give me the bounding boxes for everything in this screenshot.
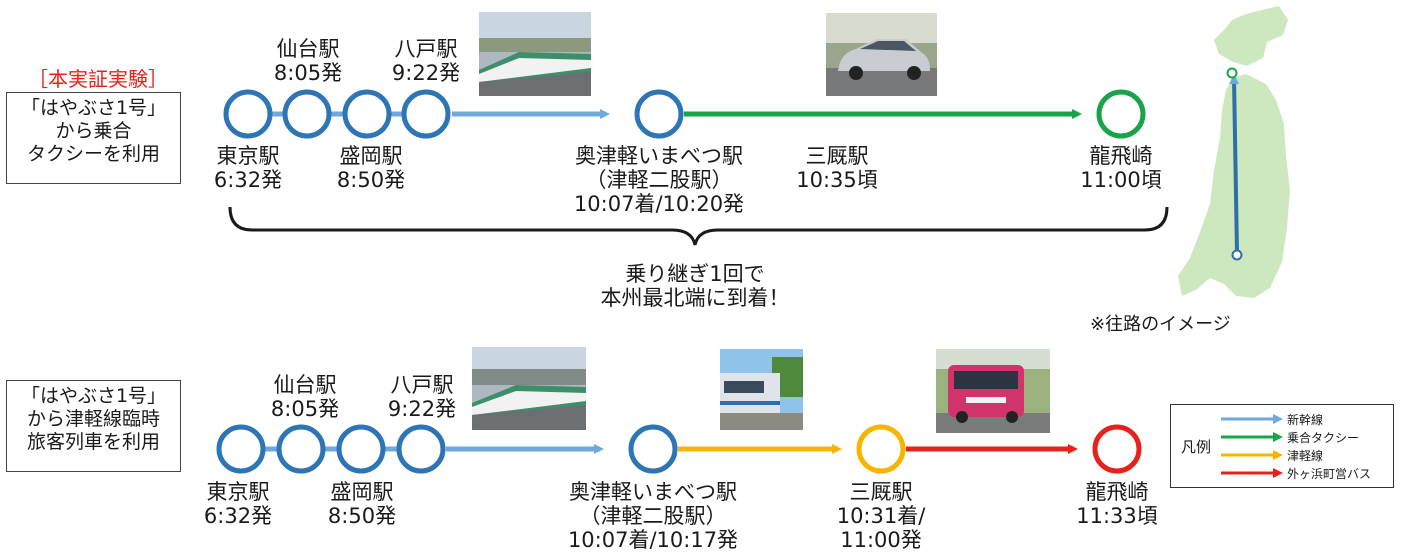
station-label-tokyo: 東京駅 6:32発 bbox=[198, 144, 298, 192]
station-subname: （津軽二股駅） bbox=[585, 168, 733, 193]
legend-title: 凡例 bbox=[1181, 438, 1212, 456]
legend-arrow bbox=[1221, 432, 1283, 442]
legend-label: 乗合タクシー bbox=[1287, 431, 1360, 445]
station-time: 6:32発 bbox=[203, 504, 273, 529]
legend-arrow bbox=[1221, 450, 1283, 460]
description-line: 「はやぶさ1号」 bbox=[20, 385, 167, 407]
station-subname: （津軽二股駅） bbox=[579, 504, 727, 529]
station-label-tappi: 龍飛崎 11:33頃 bbox=[1057, 480, 1177, 528]
station-label-sendai: 仙台駅 8:05発 bbox=[250, 373, 360, 421]
description-line: 旅客列車を利用 bbox=[26, 431, 160, 454]
station-time: 9:22発 bbox=[387, 397, 457, 422]
station-name: 八戸駅 bbox=[390, 373, 454, 397]
station-time: 10:07着/10:17発 bbox=[567, 528, 739, 553]
map-tappi-dot bbox=[1226, 67, 1238, 79]
station-time: 8:50発 bbox=[336, 168, 406, 193]
station-ring-sendai bbox=[276, 424, 326, 474]
taxi-photo bbox=[826, 13, 937, 96]
description-line: 「はやぶさ1号」 bbox=[20, 97, 167, 119]
station-time: 10:07着/10:20発 bbox=[573, 192, 745, 217]
station-time: 8:50発 bbox=[327, 504, 397, 529]
station-time: 10:31着/ bbox=[836, 504, 926, 529]
station-ring-tappi bbox=[1096, 89, 1146, 139]
station-ring-morioka bbox=[342, 89, 392, 139]
japan-map bbox=[1178, 6, 1290, 298]
legend-arrow bbox=[1221, 468, 1283, 478]
station-time: 11:00頃 bbox=[1080, 168, 1162, 193]
station-name: 盛岡駅 bbox=[330, 480, 394, 504]
brace-caption-line: 乗り継ぎ1回で bbox=[625, 262, 765, 286]
station-name: 三厩駅 bbox=[849, 480, 913, 504]
station-ring-sendai bbox=[282, 89, 332, 139]
station-name: 仙台駅 bbox=[273, 373, 337, 397]
top-route bbox=[223, 89, 1146, 139]
station-ring-tokyo bbox=[216, 424, 266, 474]
brace bbox=[228, 206, 1169, 246]
station-ring-tappi bbox=[1092, 424, 1142, 474]
station-label-tappi: 龍飛崎 11:00頃 bbox=[1061, 144, 1181, 192]
station-label-okutsugaru: 奥津軽いまべつ駅 （津軽二股駅） 10:07着/10:17発 bbox=[533, 480, 773, 552]
bottom-route bbox=[216, 424, 1142, 474]
station-ring-okutsugaru bbox=[634, 89, 684, 139]
station-label-sendai: 仙台駅 8:05発 bbox=[253, 37, 363, 85]
station-time: 6:32発 bbox=[213, 168, 283, 193]
shinkansen-photo-2 bbox=[472, 347, 586, 430]
map-note: ※往路のイメージ bbox=[1090, 314, 1231, 335]
station-ring-hachinohe bbox=[396, 424, 446, 474]
map-tokyo-dot bbox=[1231, 249, 1243, 261]
description-line: タクシーを利用 bbox=[26, 143, 160, 166]
station-label-okutsugaru: 奥津軽いまべつ駅 （津軽二股駅） 10:07着/10:20発 bbox=[539, 144, 779, 216]
legend-label: 外ヶ浜町営バス bbox=[1287, 467, 1372, 481]
station-name: 三厩駅 bbox=[805, 144, 869, 168]
station-name: 東京駅 bbox=[216, 144, 280, 168]
station-label-morioka: 盛岡駅 8:50発 bbox=[316, 144, 426, 192]
legend-item-shinkansen: 新幹線 bbox=[1221, 411, 1391, 427]
legend-arrow bbox=[1221, 414, 1283, 424]
station-name: 八戸駅 bbox=[394, 37, 458, 61]
map-route-arrow bbox=[1229, 74, 1240, 254]
station-ring-okutsugaru bbox=[628, 424, 678, 474]
description-line: から津軽線臨時 bbox=[26, 408, 160, 431]
station-name: 奥津軽いまべつ駅 bbox=[575, 144, 743, 168]
station-name: 仙台駅 bbox=[276, 37, 340, 61]
station-time: 9:22発 bbox=[391, 61, 461, 86]
station-ring-morioka bbox=[336, 424, 386, 474]
station-time: 8:05発 bbox=[273, 61, 343, 86]
station-time: 11:00発 bbox=[840, 528, 922, 553]
brace-caption: 乗り継ぎ1回で 本州最北端に到着！ bbox=[590, 262, 800, 310]
station-label-morioka: 盛岡駅 8:50発 bbox=[307, 480, 417, 528]
station-ring-minmaya bbox=[856, 424, 906, 474]
legend: 凡例 新幹線 乗合タクシー 津軽線 外ヶ浜町営バス bbox=[1170, 404, 1394, 488]
station-label-minmaya: 三厩駅 10:31着/ 11:00発 bbox=[821, 480, 941, 552]
station-ring-tokyo bbox=[223, 89, 273, 139]
top-route-description: 「はやぶさ1号」 から乗合 タクシーを利用 bbox=[6, 92, 181, 184]
station-time: 11:33頃 bbox=[1076, 504, 1158, 529]
station-ring-hachinohe bbox=[401, 89, 451, 139]
station-time: 10:35頃 bbox=[796, 168, 878, 193]
station-name: 龍飛崎 bbox=[1089, 144, 1153, 168]
station-name: 龍飛崎 bbox=[1085, 480, 1149, 504]
station-name: 盛岡駅 bbox=[339, 144, 403, 168]
legend-item-bus: 外ヶ浜町営バス bbox=[1221, 465, 1391, 481]
station-label-tokyo: 東京駅 6:32発 bbox=[188, 480, 288, 528]
station-label-hachinohe: 八戸駅 9:22発 bbox=[367, 373, 477, 421]
shinkansen-photo bbox=[479, 12, 591, 96]
brace-caption-line: 本州最北端に到着！ bbox=[600, 286, 790, 311]
legend-item-tsugaru: 津軽線 bbox=[1221, 447, 1391, 463]
description-line: から乗合 bbox=[55, 120, 132, 143]
bottom-route-description: 「はやぶさ1号」 から津軽線臨時 旅客列車を利用 bbox=[6, 380, 181, 472]
bus-photo bbox=[936, 349, 1050, 433]
legend-label: 新幹線 bbox=[1287, 413, 1324, 427]
station-label-minmaya: 三厩駅 10:35頃 bbox=[782, 144, 892, 192]
legend-label: 津軽線 bbox=[1287, 449, 1324, 463]
station-name: 奥津軽いまべつ駅 bbox=[569, 480, 737, 504]
local-train-photo bbox=[720, 349, 803, 430]
station-label-hachinohe: 八戸駅 9:22発 bbox=[371, 37, 481, 85]
station-name: 東京駅 bbox=[206, 480, 270, 504]
legend-item-taxi: 乗合タクシー bbox=[1221, 429, 1391, 445]
station-time: 8:05発 bbox=[270, 397, 340, 422]
experiment-tag: ［本実証実験］ bbox=[28, 67, 168, 91]
